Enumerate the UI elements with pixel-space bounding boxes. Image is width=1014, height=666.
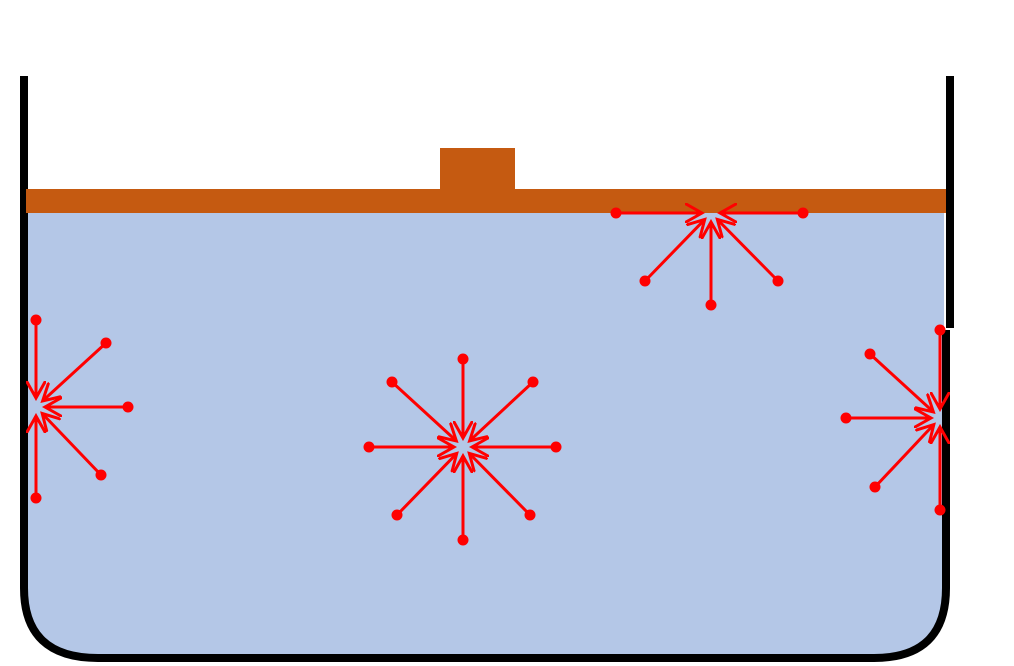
force-arrow bbox=[643, 220, 704, 283]
force-cluster-left bbox=[30, 314, 134, 504]
force-arrow bbox=[470, 454, 532, 517]
force-arrow-tail-dot bbox=[934, 324, 946, 336]
force-arrow-tail-dot bbox=[934, 504, 946, 516]
force-arrow-tail-dot bbox=[797, 207, 809, 219]
force-arrow-tail-dot bbox=[457, 534, 469, 546]
force-arrow bbox=[43, 414, 103, 477]
piston-handle bbox=[440, 148, 515, 191]
force-arrow bbox=[43, 341, 108, 400]
force-arrow-tail-dot bbox=[610, 207, 622, 219]
force-arrow-tail-dot bbox=[524, 509, 536, 521]
force-arrow bbox=[718, 220, 780, 283]
force-arrow-tail-dot bbox=[386, 376, 398, 388]
force-arrow-tail-dot bbox=[705, 299, 717, 311]
container-wall bbox=[20, 76, 954, 662]
force-arrow-tail-dot bbox=[550, 441, 562, 453]
force-arrow-tail-dot bbox=[95, 469, 107, 481]
force-cluster-center bbox=[363, 353, 562, 546]
force-arrow-tail-dot bbox=[100, 337, 112, 349]
force-cluster-right bbox=[840, 324, 946, 516]
pressure-arrows bbox=[31, 208, 946, 546]
liquid-body bbox=[24, 208, 944, 658]
force-arrow-tail-dot bbox=[30, 314, 42, 326]
force-arrow-tail-dot bbox=[391, 509, 403, 521]
force-cluster-top bbox=[610, 207, 809, 311]
force-arrow-tail-dot bbox=[869, 481, 881, 493]
force-arrow-tail-dot bbox=[527, 376, 539, 388]
force-arrow bbox=[395, 454, 456, 517]
force-arrow bbox=[470, 380, 535, 440]
piston-plate bbox=[26, 189, 946, 213]
force-arrow-tail-dot bbox=[30, 492, 42, 504]
force-arrow bbox=[390, 380, 456, 440]
force-arrow-tail-dot bbox=[457, 353, 469, 365]
force-arrow-tail-dot bbox=[840, 412, 852, 424]
force-arrow bbox=[868, 352, 933, 411]
force-arrow-tail-dot bbox=[363, 441, 375, 453]
piston bbox=[26, 148, 946, 213]
force-arrow-tail-dot bbox=[122, 401, 134, 413]
force-arrow-tail-dot bbox=[864, 348, 876, 360]
force-arrow-tail-dot bbox=[772, 275, 784, 287]
force-arrow bbox=[873, 425, 933, 489]
force-arrow-tail-dot bbox=[639, 275, 651, 287]
